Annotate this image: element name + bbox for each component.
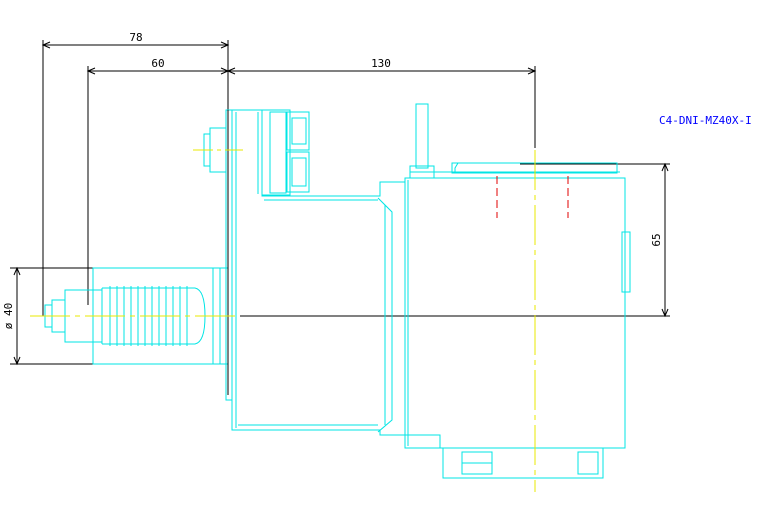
dimension-65: 65 [240,162,670,318]
collet-nut [442,447,604,479]
flange-plate [225,109,233,401]
dimension-diameter-40: ø 40 [2,266,93,366]
hidden-lines [496,176,569,218]
dimension-130: 130 [226,57,537,148]
part-number-label: C4-DNI-MZ40X-I [659,114,752,127]
dim-60-label: 60 [151,57,164,70]
coolant-pipe [409,103,435,179]
dim-65-label: 65 [650,233,663,246]
centerlines [30,149,536,492]
dim-130-label: 130 [371,57,391,70]
dim-diameter-label: ø 40 [2,303,15,330]
clamp-blocks [203,109,310,196]
dim-78-label: 78 [129,31,142,44]
